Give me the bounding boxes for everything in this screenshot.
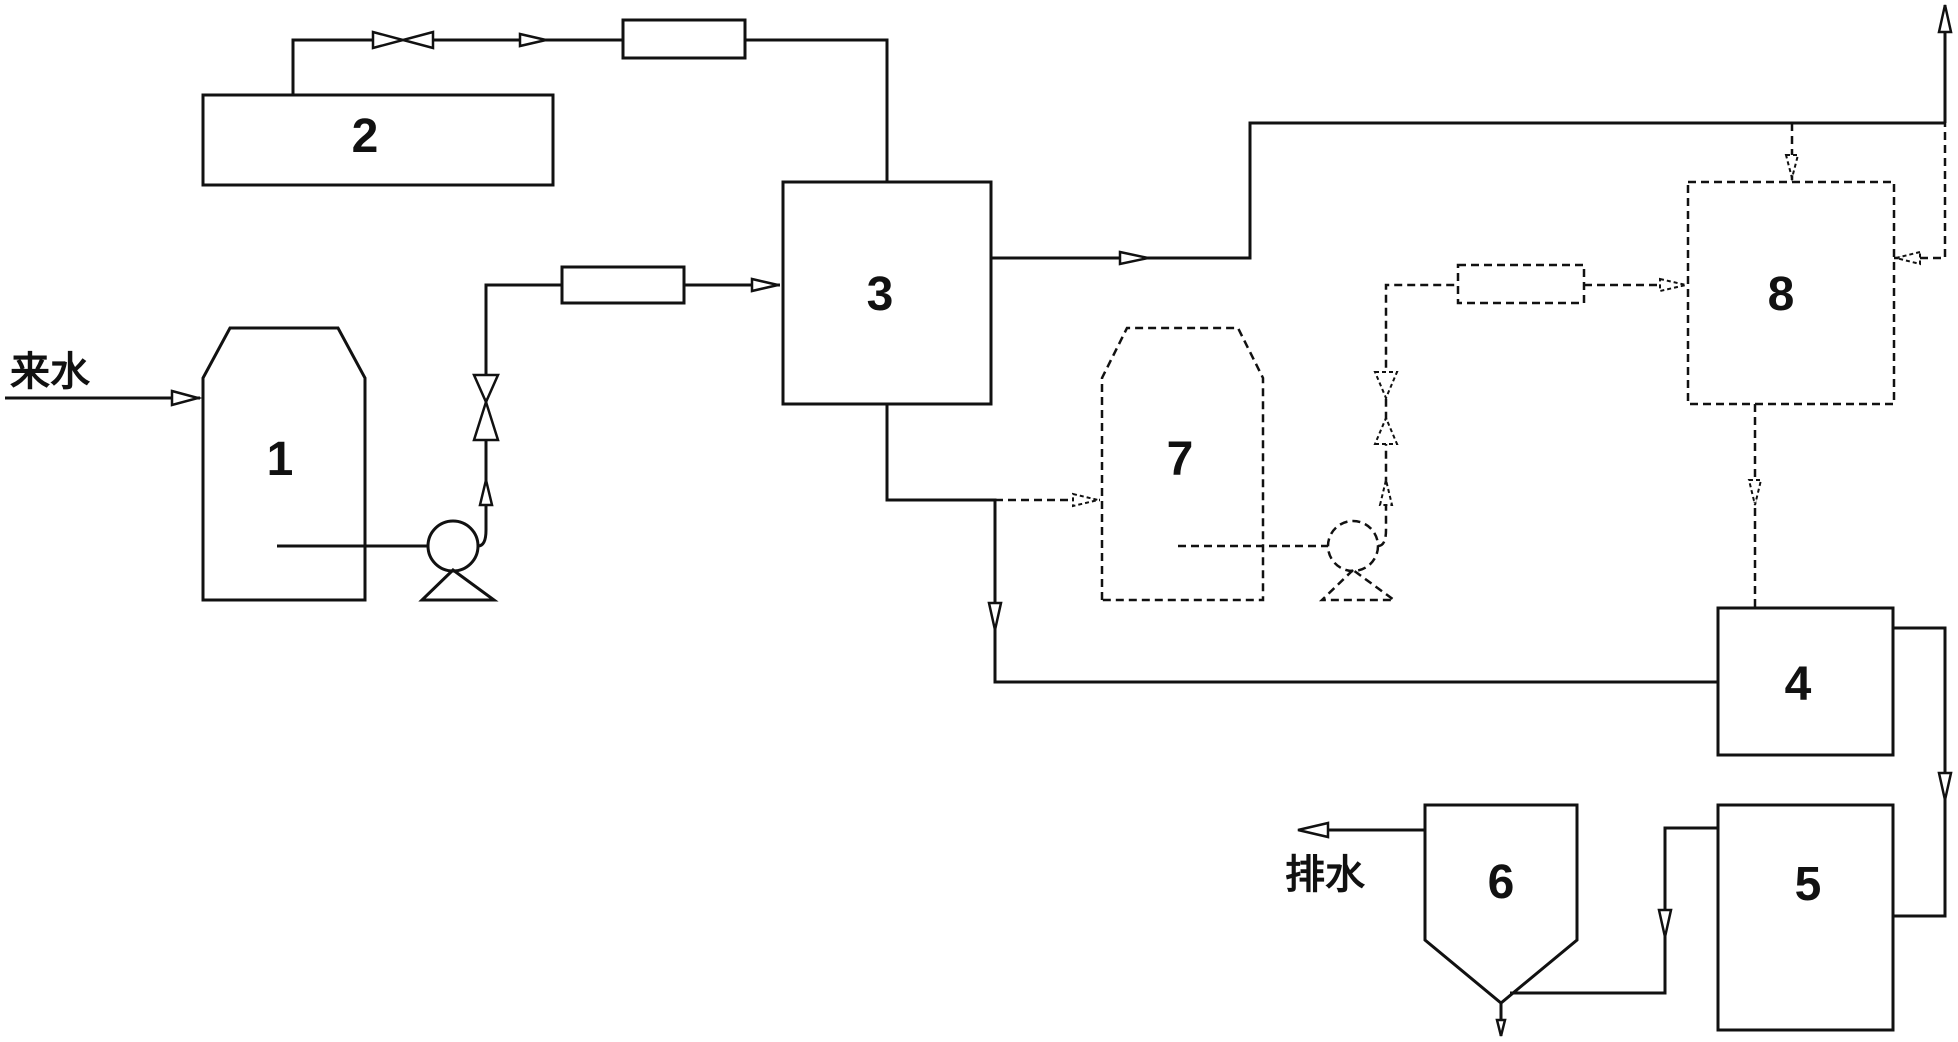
- unit-7-tank: 7: [995, 326, 1265, 602]
- inlet-label: 来水: [10, 349, 91, 395]
- unit-7-label: 7: [1167, 433, 1194, 486]
- inlet-line: 来水: [5, 349, 203, 407]
- feed-line-1-3: [472, 265, 780, 548]
- unit-1-tank: 1: [201, 326, 367, 602]
- outlet-line: 排水: [1285, 821, 1425, 898]
- loop-3-4: [885, 404, 1718, 684]
- pump-1: [277, 519, 499, 602]
- line-5-6: [1510, 826, 1718, 995]
- unit-1-label: 1: [267, 433, 294, 486]
- line-4-5: [1893, 626, 1953, 918]
- unit-5-tank: 5: [1716, 803, 1895, 1032]
- unit-4-label: 4: [1785, 658, 1812, 711]
- unit-3-reactor: 3: [781, 180, 993, 406]
- unit-6-settler: 6: [1423, 803, 1579, 1037]
- unit-6-label: 6: [1488, 856, 1515, 909]
- dashed-line-7-8: [1373, 263, 1688, 548]
- main-line-3-top: [991, 4, 1953, 266]
- unit-2-tank: 2: [201, 93, 555, 187]
- unit-8-label: 8: [1768, 268, 1795, 321]
- pump-2: [1178, 519, 1398, 602]
- outlet-label: 排水: [1285, 852, 1366, 898]
- dosing-line-2-3: [291, 18, 889, 182]
- unit-3-label: 3: [867, 268, 894, 321]
- unit-4-tank: 4: [1716, 606, 1895, 757]
- unit-5-label: 5: [1795, 858, 1822, 911]
- unit-8-tank: 8: [1686, 123, 1947, 608]
- unit-2-label: 2: [352, 110, 379, 163]
